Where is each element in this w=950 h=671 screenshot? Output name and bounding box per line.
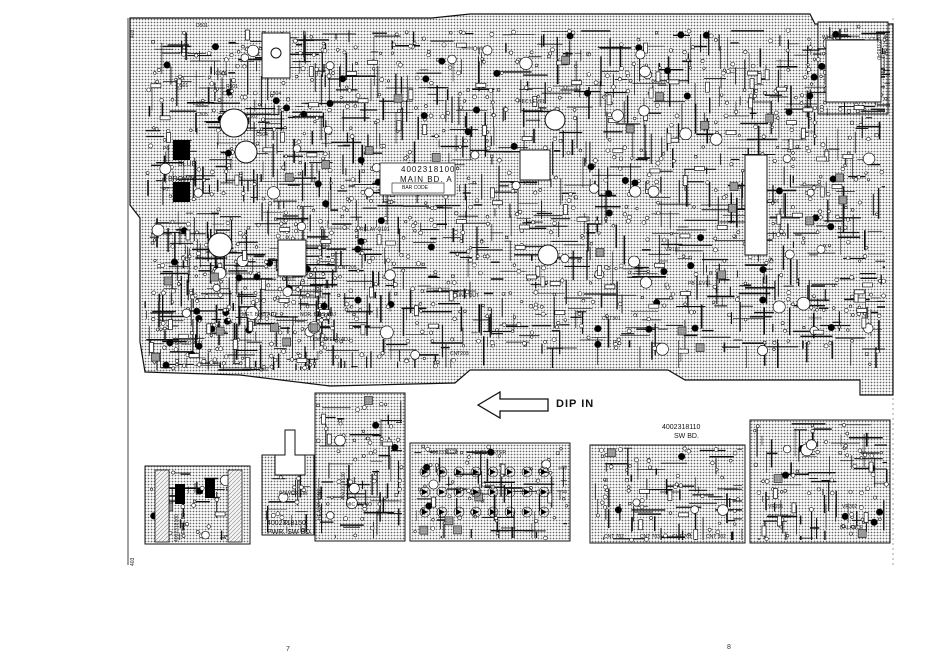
input-board-name: INPUT BD. (882, 32, 888, 57)
sw-cnt-0: CNT 702 (604, 534, 624, 540)
r501-label: R501 (226, 84, 238, 90)
cnt301-label: CNT301 (602, 316, 621, 322)
sw-board-name: SW BD. (674, 433, 699, 440)
dip-in-arrow (476, 390, 549, 420)
c502-label: C502 (246, 114, 258, 120)
met-bias-label: MET. BIAS ADJ (242, 312, 277, 318)
main-board-outline (129, 13, 894, 396)
rec-vol-label: REC VOL (768, 514, 790, 520)
mic-mono-label: MIC MONO (346, 502, 373, 508)
p7-label: P7 (163, 187, 170, 193)
ic501-label: IC501 (214, 71, 228, 77)
input-board-part-number: 4002318140 (875, 32, 881, 60)
side-mark-top: 403 (130, 29, 136, 38)
c505-label: C505 (196, 112, 208, 118)
level-meter-name: LEVEL METER (472, 450, 507, 456)
blue-wire-label: BLUE (178, 161, 197, 168)
cnt203-label: CNT203 (450, 351, 469, 357)
ic101-label: IC101 (282, 277, 296, 283)
fuse-board-name: FUSE BD. (181, 510, 187, 534)
l501-label: L501 (193, 101, 205, 107)
main-board-name: MAIN BD. A (400, 175, 453, 184)
vr201-label: VR201 (768, 504, 784, 510)
main-board-part-number: 4002318100 (401, 165, 456, 174)
pwr-sw-board-name: PWR. SW BD. (267, 529, 313, 536)
p6-label: P6 (163, 146, 170, 152)
page-number-right: 8 (727, 644, 731, 651)
headphone-label: HEADPHONE (317, 488, 323, 520)
bar-code-label: BAR CODE (402, 185, 429, 191)
ic102-label: IC102 (524, 181, 538, 187)
side-mark-bottom: 403 (130, 557, 136, 566)
dip-in-label: DIP IN (556, 398, 595, 410)
cnt202-label: CNT202 (250, 367, 269, 373)
l504-label: L504 (270, 91, 282, 97)
components (149, 29, 876, 540)
c504-label: C504 (256, 132, 268, 138)
vr302-label: VR302 (842, 504, 858, 510)
sw-board-part-number: 4002318110 (662, 424, 701, 431)
headphone-board-part-number: 4002318130 (341, 472, 347, 500)
fuse-board-part-number: 4002318160 (174, 514, 180, 542)
pb-level-label: PB LEVEL (688, 281, 712, 287)
ic301-label: IC301 (766, 199, 780, 205)
hi-speed-label: HI-SPEED ADJ (168, 341, 203, 347)
power-sw-label: POWER SW (279, 491, 308, 497)
page-number-left: 7 (286, 646, 290, 653)
white-wire-label: WHITE (822, 35, 839, 41)
low-speed-label: LOW SPEED ADJ (310, 337, 351, 343)
relay-label: RELAY Q101 (360, 227, 390, 233)
q501-label: Q501 (176, 83, 189, 89)
balance-label: BALANCE (840, 525, 864, 531)
level-meter-part-number: 4002318120 (430, 450, 458, 456)
line-out-label: LINE OUT (456, 293, 480, 299)
vr101-label: VR101 (665, 247, 681, 253)
cnt205-label: CNT205 (338, 265, 357, 271)
nor-bias-label: NOR. BIAS ADJ (300, 312, 336, 318)
sw-cnt-2: CNT 701 (672, 534, 692, 540)
sw-cnt-1: CNT 703 (640, 534, 660, 540)
d501-label: D501 (196, 23, 208, 29)
sw-board-outline (589, 444, 746, 544)
pwr-sw-board-part-number: 4002318150 (267, 520, 306, 527)
rec-level-label: REC LEVEL (518, 99, 546, 105)
sw-cnt-3: CNT 302 (706, 534, 726, 540)
brown-wire-label: BROWN (168, 176, 195, 183)
